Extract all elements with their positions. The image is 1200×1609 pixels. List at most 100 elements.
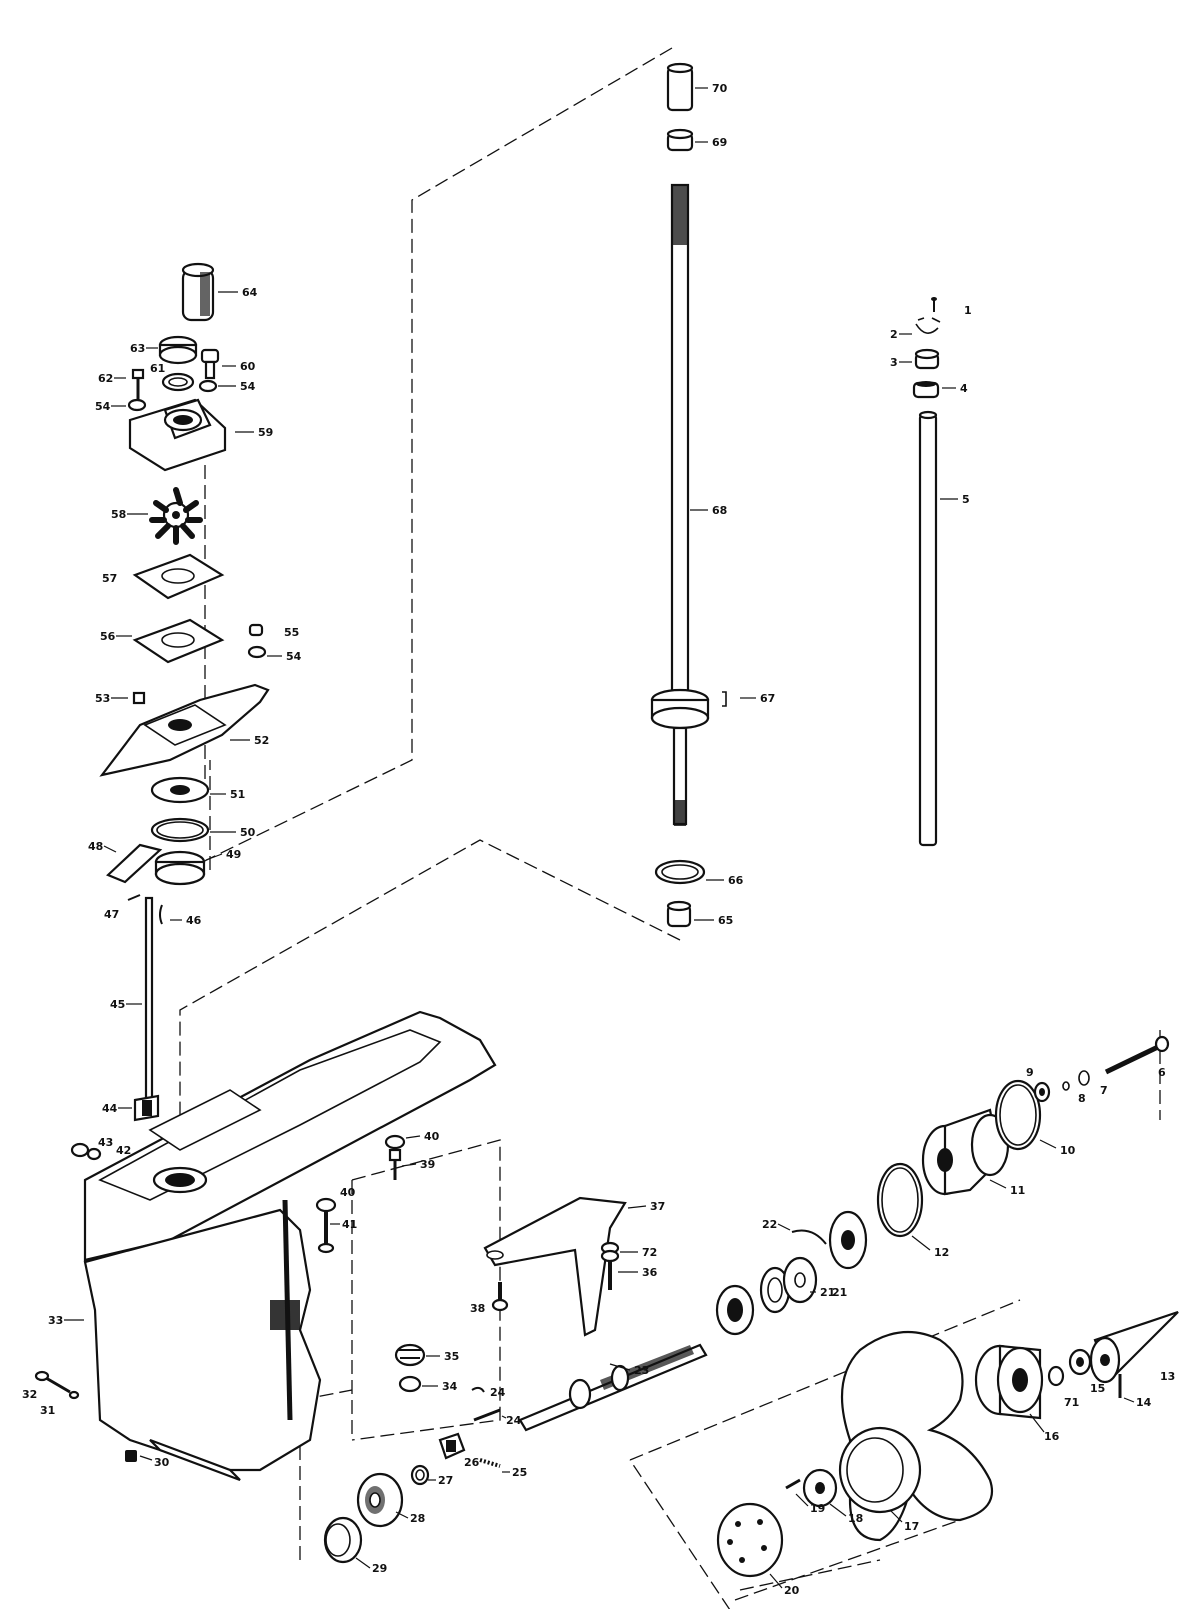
part-16-thrust-hub bbox=[974, 1344, 1044, 1420]
part-47-pin bbox=[127, 894, 141, 901]
label-21b: 21 bbox=[820, 1286, 835, 1299]
label-69: 69 bbox=[712, 136, 727, 149]
part-37-trim-tab bbox=[483, 1196, 627, 1337]
part-30-plug bbox=[125, 1450, 137, 1462]
label-12: 12 bbox=[934, 1246, 949, 1259]
part-21-reverse-gear bbox=[715, 1284, 755, 1336]
label-24b: 24 bbox=[506, 1414, 522, 1427]
part-62-bolt bbox=[131, 368, 145, 400]
part-56-plate bbox=[132, 618, 225, 664]
label-59: 59 bbox=[258, 426, 273, 439]
part-2-clip bbox=[915, 317, 941, 334]
part-68-drive-shaft bbox=[650, 183, 710, 826]
label-25: 25 bbox=[512, 1466, 527, 1479]
part-60-bolt bbox=[200, 348, 220, 380]
part-42-43-bushing bbox=[70, 1142, 102, 1161]
part-51-seal bbox=[150, 776, 210, 804]
label-57: 57 bbox=[102, 572, 117, 585]
label-54b: 54 bbox=[95, 400, 111, 413]
part-69-bearing bbox=[666, 128, 694, 152]
label-10: 10 bbox=[1060, 1144, 1076, 1157]
label-53: 53 bbox=[95, 692, 110, 705]
label-65: 65 bbox=[718, 914, 733, 927]
label-11: 11 bbox=[1010, 1184, 1025, 1197]
part-39-40-bolt bbox=[384, 1134, 406, 1180]
label-18: 18 bbox=[848, 1512, 863, 1525]
part-52-adapter-plate bbox=[99, 683, 270, 777]
part-67-key bbox=[722, 691, 727, 707]
label-17: 17 bbox=[904, 1520, 919, 1533]
label-40a: 40 bbox=[424, 1130, 440, 1143]
label-54a: 54 bbox=[240, 380, 256, 393]
label-33: 33 bbox=[48, 1314, 63, 1327]
part-53-pin bbox=[132, 691, 146, 705]
label-2: 2 bbox=[890, 328, 898, 341]
part-1-screw bbox=[931, 297, 937, 312]
part-7-tab-washer bbox=[1078, 1070, 1090, 1086]
part-6-bolt bbox=[1104, 1035, 1170, 1075]
label-71: 71 bbox=[1064, 1396, 1079, 1409]
part-40-41-bolt bbox=[315, 1197, 337, 1254]
label-42: 42 bbox=[116, 1144, 131, 1157]
label-40b: 40 bbox=[340, 1186, 356, 1199]
label-23: 23 bbox=[634, 1364, 649, 1377]
label-43: 43 bbox=[98, 1136, 113, 1149]
shift-shaft-parts bbox=[70, 894, 163, 1161]
part-35-pinion-gear bbox=[394, 1343, 426, 1367]
label-54c: 54 bbox=[286, 650, 302, 663]
part-10-oring bbox=[994, 1079, 1042, 1151]
label-39: 39 bbox=[420, 1158, 435, 1171]
label-6: 6 bbox=[1158, 1066, 1166, 1079]
label-72: 72 bbox=[642, 1246, 657, 1259]
label-51: 51 bbox=[230, 788, 245, 801]
part-18-washer bbox=[802, 1468, 838, 1508]
part-55-screw bbox=[248, 623, 264, 637]
label-67: 67 bbox=[760, 692, 775, 705]
part-3-bushing bbox=[914, 348, 940, 370]
label-14: 14 bbox=[1136, 1396, 1152, 1409]
part-11-bearing-carrier bbox=[921, 1108, 1010, 1196]
label-22: 22 bbox=[762, 1218, 777, 1231]
part-50-oring bbox=[150, 817, 210, 843]
assembly-guide-lines bbox=[179, 47, 1161, 1609]
part-26-clutch bbox=[438, 1432, 466, 1460]
label-9: 9 bbox=[1026, 1066, 1034, 1079]
label-34: 34 bbox=[442, 1380, 458, 1393]
label-68: 68 bbox=[712, 504, 727, 517]
label-60: 60 bbox=[240, 360, 256, 373]
part-13-cone bbox=[1089, 1310, 1179, 1384]
label-44: 44 bbox=[102, 1102, 118, 1115]
part-25-spring bbox=[479, 1458, 501, 1468]
label-64: 64 bbox=[242, 286, 258, 299]
label-50: 50 bbox=[240, 826, 256, 839]
label-1: 1 bbox=[964, 304, 972, 317]
label-19: 19 bbox=[810, 1502, 825, 1515]
label-21: 21 bbox=[832, 1286, 847, 1299]
part-45-shift-shaft bbox=[144, 896, 154, 1100]
part-29-bearing bbox=[323, 1516, 363, 1564]
part-58-impeller bbox=[149, 487, 203, 545]
part-20-hub bbox=[716, 1502, 784, 1578]
label-30: 30 bbox=[154, 1456, 170, 1469]
part-48-gasket bbox=[106, 843, 163, 884]
label-4: 4 bbox=[960, 382, 968, 395]
part-24-clip bbox=[471, 1386, 485, 1393]
part-21-washer bbox=[782, 1256, 818, 1304]
drive-shaft-assembly bbox=[650, 62, 727, 928]
label-26: 26 bbox=[464, 1456, 480, 1469]
part-22-ring bbox=[791, 1229, 827, 1245]
label-37: 37 bbox=[650, 1200, 665, 1213]
part-33-gearcase-housing bbox=[83, 1010, 497, 1482]
label-13: 13 bbox=[1160, 1370, 1175, 1383]
part-44-coupler bbox=[133, 1094, 160, 1122]
part-46-clip bbox=[159, 904, 163, 925]
label-28: 28 bbox=[410, 1512, 425, 1525]
part-36-72-bolt bbox=[600, 1241, 620, 1290]
part-38-bolt bbox=[491, 1282, 509, 1312]
label-61: 61 bbox=[150, 362, 165, 375]
label-7: 7 bbox=[1100, 1084, 1108, 1097]
label-62: 62 bbox=[98, 372, 113, 385]
part-22-bearing bbox=[828, 1210, 868, 1270]
part-63-seal bbox=[158, 335, 198, 365]
